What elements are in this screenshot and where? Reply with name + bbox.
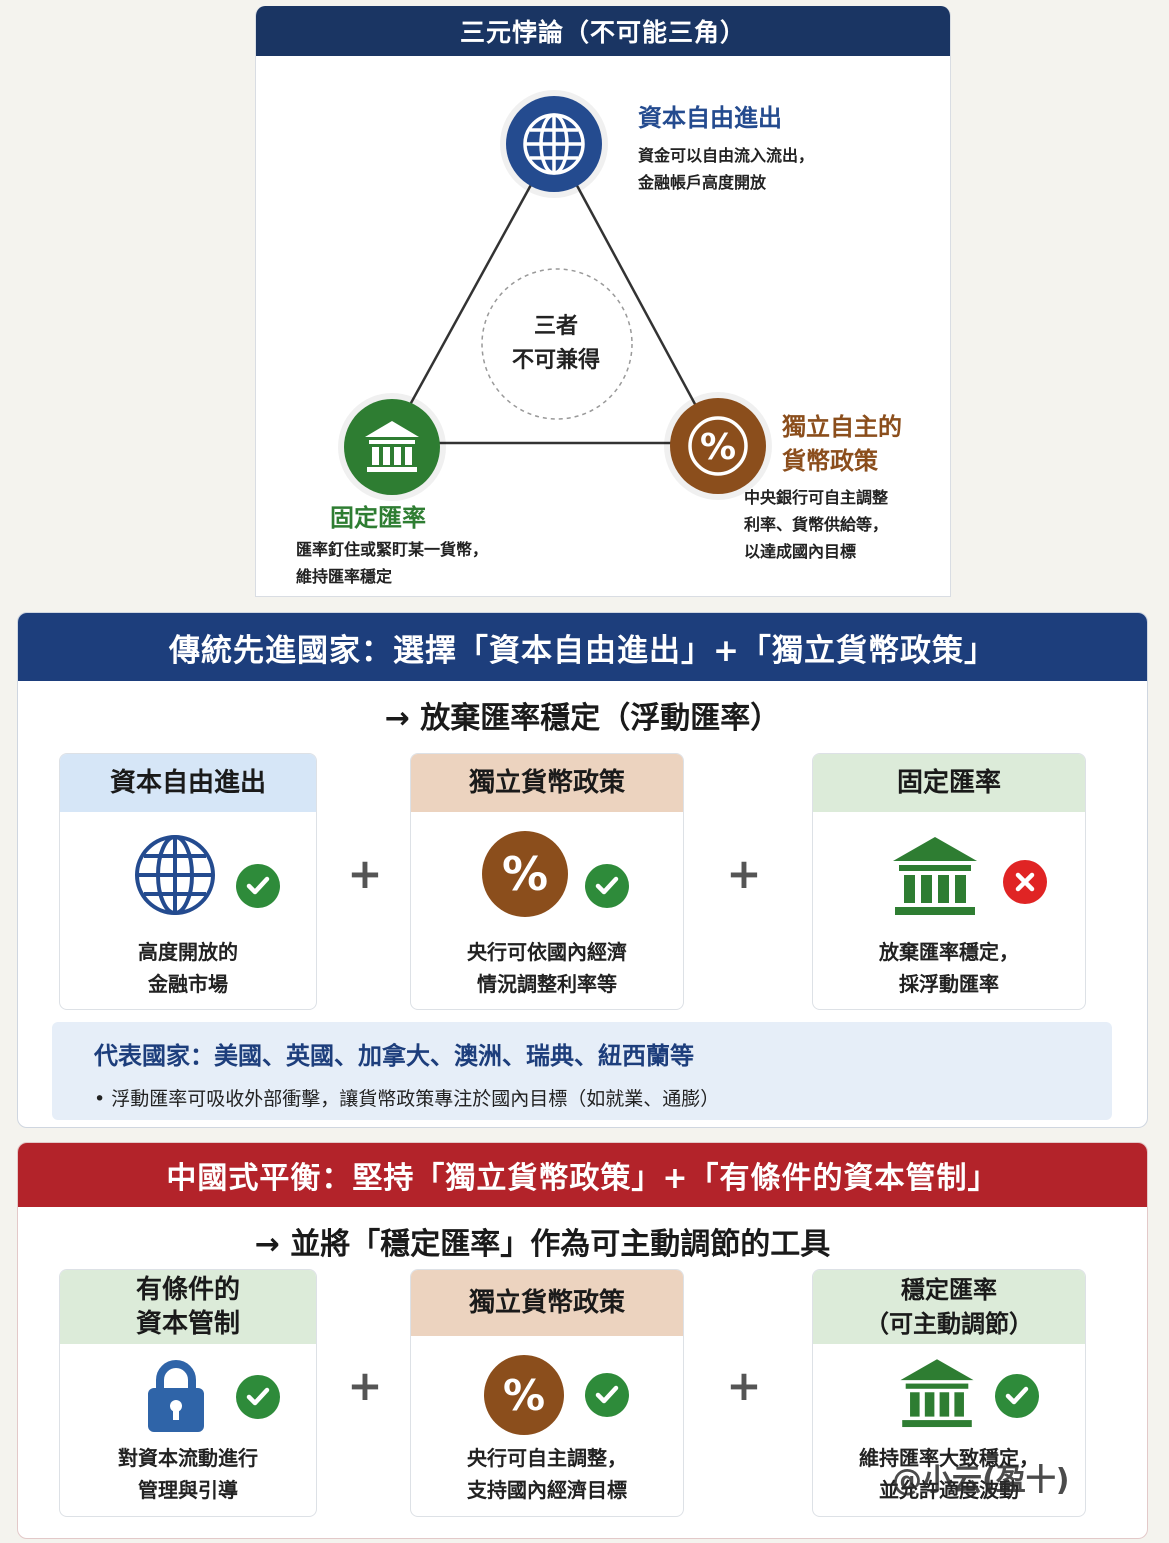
- west-card-fixed: 固定匯率 放棄匯率穩定， 採浮動匯率: [812, 753, 1086, 1010]
- west-section: 傳統先進國家：選擇「資本自由進出」+「獨立貨幣政策」 → 放棄匯率穩定（浮動匯率…: [17, 612, 1148, 1128]
- check-icon: [995, 1374, 1039, 1418]
- china-card-stable-rate: 穩定匯率 （可主動調節） 維持匯率大致穩定， 並允許適度波動: [812, 1269, 1086, 1517]
- globe-icon: [135, 835, 215, 915]
- lock-icon: [148, 1360, 204, 1432]
- west-card-capital: 資本自由進出 高度開放的 金融市場: [59, 753, 317, 1010]
- china-card-monetary-title: 獨立貨幣政策: [411, 1270, 683, 1336]
- china-subtitle: → 並將「穩定匯率」作為可主動調節的工具: [254, 1227, 831, 1262]
- watermark: @小云(盈十): [892, 1463, 1070, 1498]
- plus-sign: +: [726, 1361, 762, 1410]
- center-text: 三者 不可兼得: [511, 314, 600, 373]
- china-card-stable-rate-desc: 維持匯率大致穩定， 並允許適度波動: [859, 1446, 1039, 1502]
- check-icon: [585, 1373, 629, 1417]
- monetary-node: %: [670, 398, 766, 494]
- center-dashed-circle: [481, 268, 633, 420]
- west-card-monetary: 獨立貨幣政策 % 央行可依國內經濟 情況調整利率等: [410, 753, 684, 1010]
- capital-title: 資本自由進出: [638, 104, 782, 132]
- china-card-capital-control: 有條件的 資本管制 對資本流動進行 管理與引導: [59, 1269, 317, 1517]
- west-card-monetary-desc: 央行可依國內經濟 情況調整利率等: [467, 940, 627, 996]
- china-section: 中國式平衡：堅持「獨立貨幣政策」+「有條件的資本管制」 → 並將「穩定匯率」作為…: [17, 1142, 1148, 1539]
- percent-icon: %: [484, 1355, 564, 1435]
- china-card-capital-control-desc: 對資本流動進行 管理與引導: [118, 1446, 258, 1502]
- west-card-fixed-title: 固定匯率: [813, 754, 1085, 812]
- examples-box: 代表國家：美國、英國、加拿大、澳洲、瑞典、紐西蘭等 • 浮動匯率可吸收外部衝擊，…: [52, 1022, 1112, 1120]
- west-header: 傳統先進國家：選擇「資本自由進出」+「獨立貨幣政策」: [18, 613, 1147, 681]
- check-icon: [236, 1375, 280, 1419]
- globe-icon: [523, 113, 585, 175]
- fixed-node: [344, 399, 440, 495]
- china-card-stable-rate-title: 穩定匯率 （可主動調節）: [813, 1270, 1085, 1344]
- trilemma-panel: 三元悖論（不可能三角） 三者 不可兼得 資本自由進出 資金可以自由流入流出， 金…: [255, 6, 951, 597]
- monetary-title: 獨立自主的 貨幣政策: [782, 413, 902, 475]
- west-card-capital-title: 資本自由進出: [60, 754, 316, 812]
- check-icon: [585, 864, 629, 908]
- trilemma-triangle: [387, 142, 718, 445]
- svg-text:%: %: [503, 1371, 545, 1420]
- capital-desc: 資金可以自由流入流出， 金融帳戶高度開放: [638, 146, 815, 192]
- capital-node: [506, 96, 602, 192]
- west-card-fixed-desc: 放棄匯率穩定， 採浮動匯率: [879, 940, 1019, 996]
- fixed-title: 固定匯率: [330, 504, 426, 532]
- percent-icon: %: [482, 831, 568, 917]
- bank-icon: [893, 837, 977, 915]
- cross-icon: [1003, 860, 1047, 904]
- center-label: 三者 不可兼得: [486, 310, 626, 378]
- svg-text:%: %: [700, 427, 736, 468]
- trilemma-title: 三元悖論（不可能三角）: [256, 6, 950, 56]
- percent-icon: %: [688, 416, 748, 476]
- west-card-monetary-title: 獨立貨幣政策: [411, 754, 683, 812]
- plus-sign: +: [347, 1361, 383, 1410]
- plus-sign: +: [726, 849, 762, 898]
- china-header: 中國式平衡：堅持「獨立貨幣政策」+「有條件的資本管制」: [18, 1143, 1147, 1207]
- check-icon: [236, 864, 280, 908]
- west-card-capital-desc: 高度開放的 金融市場: [138, 940, 238, 996]
- plus-sign: +: [347, 849, 383, 898]
- china-card-monetary: 獨立貨幣政策 % 央行可自主調整， 支持國內經濟目標: [410, 1269, 684, 1517]
- bank-icon: [365, 421, 419, 472]
- examples-title: 代表國家：美國、英國、加拿大、澳洲、瑞典、紐西蘭等: [94, 1042, 694, 1070]
- china-card-monetary-desc: 央行可自主調整， 支持國內經濟目標: [467, 1446, 627, 1502]
- west-subtitle: → 放棄匯率穩定（浮動匯率）: [384, 701, 781, 736]
- fixed-desc: 匯率釘住或緊盯某一貨幣， 維持匯率穩定: [296, 540, 489, 586]
- monetary-desc: 中央銀行可自主調整 利率、貨幣供給等， 以達成國內目標: [744, 488, 889, 561]
- triangle-edges: [387, 142, 718, 445]
- svg-text:%: %: [502, 847, 548, 901]
- china-card-capital-control-title: 有條件的 資本管制: [60, 1270, 316, 1344]
- bank-icon: [900, 1359, 974, 1428]
- examples-note: • 浮動匯率可吸收外部衝擊，讓貨幣政策專注於國內目標（如就業、通膨）: [94, 1088, 720, 1110]
